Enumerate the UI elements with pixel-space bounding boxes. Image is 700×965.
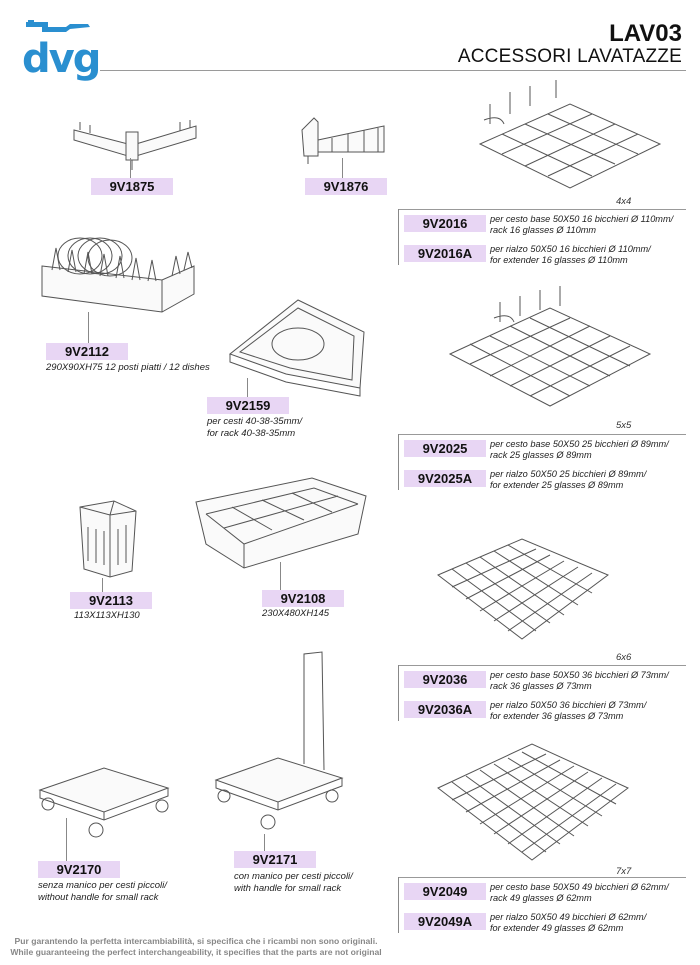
leader-line <box>130 158 131 180</box>
logo-text: dvg <box>22 36 101 82</box>
section-bracket <box>398 209 399 265</box>
leader-line <box>247 378 248 398</box>
leader-line <box>342 158 343 180</box>
rack-extender-illustration <box>228 299 365 397</box>
product-note: for extender 36 glasses Ø 73mm <box>490 711 624 721</box>
product-note: per rialzo 50X50 36 bicchieri Ø 73mm/ <box>490 700 647 710</box>
product-code-badge: 9V2016A <box>404 245 486 262</box>
product-note: without handle for small rack <box>38 892 159 903</box>
product-code-badge: 9V2049A <box>404 913 486 930</box>
section-bracket <box>398 665 399 721</box>
grid-size-label: 5x5 <box>616 420 632 431</box>
product-note: 290X90XH75 12 posti piatti / 12 dishes <box>46 362 210 373</box>
rack-dolly-handle-illustration <box>214 651 344 830</box>
product-code-badge: 9V2171 <box>234 851 316 868</box>
page-code: LAV03 <box>609 20 682 47</box>
grid-size-label: 4x4 <box>616 196 632 207</box>
product-note: per cesti 40-38-35mm/ <box>207 416 303 427</box>
product-code-badge: 9V2025 <box>404 440 486 457</box>
section-divider <box>398 877 686 878</box>
product-code-badge: 9V2159 <box>207 397 289 414</box>
grid-size-label: 7x7 <box>616 866 632 877</box>
product-code-badge: 9V2016 <box>404 215 486 232</box>
product-code-badge: 9V2036 <box>404 671 486 688</box>
product-code-badge: 9V1876 <box>305 178 387 195</box>
product-note: per rialzo 50X50 16 bicchieri Ø 110mm/ <box>490 244 651 254</box>
product-note: for extender 25 glasses Ø 89mm <box>490 480 624 490</box>
product-note: rack 16 glasses Ø 110mm <box>490 225 597 235</box>
product-note: with handle for small rack <box>234 883 342 894</box>
section-bracket <box>398 434 399 490</box>
product-note: 230X480XH145 <box>262 608 330 619</box>
product-note: for extender 16 glasses Ø 110mm <box>490 255 628 265</box>
product-code-badge: 9V2049 <box>404 883 486 900</box>
product-note: per rialzo 50X50 49 bicchieri Ø 62mm/ <box>490 912 647 922</box>
section-divider <box>398 434 686 435</box>
product-code-badge: 9V2113 <box>70 592 152 609</box>
product-note: per cesto base 50X50 25 bicchieri Ø 89mm… <box>490 439 669 449</box>
dish-holder-illustration <box>301 117 385 164</box>
brand-logo: dvg <box>22 18 101 84</box>
product-code-badge: 9V2108 <box>262 590 344 607</box>
product-note: for rack 40-38-35mm <box>207 428 296 439</box>
plate-rack-illustration <box>41 237 195 313</box>
disclaimer-en: While guaranteeing the perfect interchan… <box>10 947 382 957</box>
product-code-badge: 9V2170 <box>38 861 120 878</box>
product-note: per cesto base 50X50 49 bicchieri Ø 62mm… <box>490 882 669 892</box>
cutlery-rack-illustration <box>195 477 367 569</box>
grid-size-label: 6x6 <box>616 652 632 663</box>
section-bracket <box>398 877 399 933</box>
product-code-badge: 9V2112 <box>46 343 128 360</box>
product-note: per cesto base 50X50 36 bicchieri Ø 73mm… <box>490 670 669 680</box>
product-note: rack 25 glasses Ø 89mm <box>490 450 592 460</box>
section-divider <box>398 665 686 666</box>
glass-rack-grid-5x5 <box>448 286 652 407</box>
page-title: ACCESSORI LAVATAZZE <box>457 46 682 67</box>
product-code-badge: 9V1875 <box>91 178 173 195</box>
rack-dolly-illustration <box>38 767 170 838</box>
leader-line <box>88 312 89 344</box>
leader-line <box>102 578 103 592</box>
section-divider <box>398 209 686 210</box>
product-code-badge: 9V2025A <box>404 470 486 487</box>
product-note: rack 36 glasses Ø 73mm <box>490 681 592 691</box>
glass-rack-grid-4x4 <box>478 80 662 189</box>
leader-line <box>280 562 281 590</box>
dish-holder-illustration <box>73 120 197 170</box>
faucet-icon <box>26 20 90 32</box>
product-note: rack 49 glasses Ø 62mm <box>490 893 592 903</box>
product-note: per rialzo 50X50 25 bicchieri Ø 89mm/ <box>490 469 647 479</box>
header-divider <box>100 70 686 71</box>
product-note: senza manico per cesti piccoli/ <box>38 880 167 891</box>
disclaimer-it: Pur garantendo la perfetta intercambiabi… <box>14 936 378 946</box>
leader-line <box>66 818 67 862</box>
product-note: per cesto base 50X50 16 bicchieri Ø 110m… <box>490 214 674 224</box>
leader-line <box>264 834 265 852</box>
product-note: 113X113XH130 <box>74 610 140 621</box>
glass-rack-grid-7x7 <box>437 743 629 861</box>
cutlery-basket-illustration <box>79 500 137 578</box>
product-note: con manico per cesti piccoli/ <box>234 871 353 882</box>
product-code-badge: 9V2036A <box>404 701 486 718</box>
glass-rack-grid-6x6 <box>437 538 610 640</box>
product-note: for extender 49 glasses Ø 62mm <box>490 923 624 933</box>
